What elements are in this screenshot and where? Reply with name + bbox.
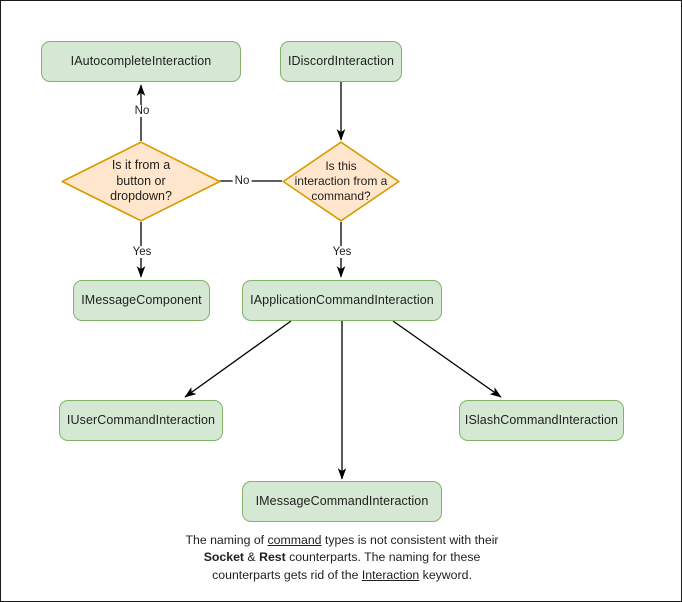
node-label: ISlashCommandInteraction xyxy=(464,412,619,427)
node-decision-button-or-dropdown[interactable]: Is it from a button or dropdown? xyxy=(61,141,221,222)
footnote-fragment: counterparts. The naming for these xyxy=(285,550,481,565)
footnote-line-1: The naming of command types is not consi… xyxy=(185,533,498,547)
node-label: IMessageComponent xyxy=(81,292,202,307)
diamond-shape xyxy=(61,141,221,222)
footnote-underline-command: command xyxy=(267,533,322,547)
footnote-fragment: The naming of xyxy=(185,533,268,547)
node-label: IApplicationCommandInteraction xyxy=(250,292,434,307)
footnote-underline-interaction: Interaction xyxy=(361,567,420,582)
node-message-component[interactable]: IMessageComponent xyxy=(73,280,210,321)
edge-app-command-to-user-command xyxy=(184,320,292,398)
node-application-command-interaction[interactable]: IApplicationCommandInteraction xyxy=(242,280,442,321)
footnote-fragment: counterparts gets rid of the xyxy=(212,567,362,582)
footnote-line-2: Socket & Rest counterparts. The naming f… xyxy=(204,550,481,564)
footnote-bold-socket: Socket xyxy=(203,550,245,565)
node-label: IAutocompleteInteraction xyxy=(70,53,212,68)
edge-label-no-to-autocomplete: No xyxy=(132,105,152,117)
edge-label-no-to-button-decision: No xyxy=(232,175,252,187)
node-label: Is it from a button or dropdown? xyxy=(110,158,172,204)
node-slash-command-interaction[interactable]: ISlashCommandInteraction xyxy=(459,400,624,441)
edge-label-yes-to-app-command: Yes xyxy=(330,246,354,258)
node-discord-interaction[interactable]: IDiscordInteraction xyxy=(280,41,402,82)
node-label: Is this interaction from a command? xyxy=(294,159,388,203)
footnote-fragment: keyword. xyxy=(419,567,472,582)
edge-app-command-to-slash-command xyxy=(392,320,502,398)
node-user-command-interaction[interactable]: IUserCommandInteraction xyxy=(59,400,223,441)
node-label: IUserCommandInteraction xyxy=(66,412,216,427)
footnote-fragment: types is not consistent with their xyxy=(321,533,499,547)
node-message-command-interaction[interactable]: IMessageCommandInteraction xyxy=(242,481,442,522)
footnote-line-3: counterparts gets rid of the Interaction… xyxy=(212,568,472,582)
footnote-fragment: & xyxy=(244,550,260,565)
node-decision-from-command[interactable]: Is this interaction from a command? xyxy=(282,141,400,222)
node-label: IDiscordInteraction xyxy=(287,53,395,68)
edge-label-yes-to-message-component: Yes xyxy=(130,246,154,258)
footnote-text: The naming of command types is not consi… xyxy=(132,532,552,584)
node-label: IMessageCommandInteraction xyxy=(255,493,429,508)
footnote-bold-rest: Rest xyxy=(259,550,286,565)
diamond-shape xyxy=(282,141,400,222)
node-autocomplete-interaction[interactable]: IAutocompleteInteraction xyxy=(41,41,241,82)
